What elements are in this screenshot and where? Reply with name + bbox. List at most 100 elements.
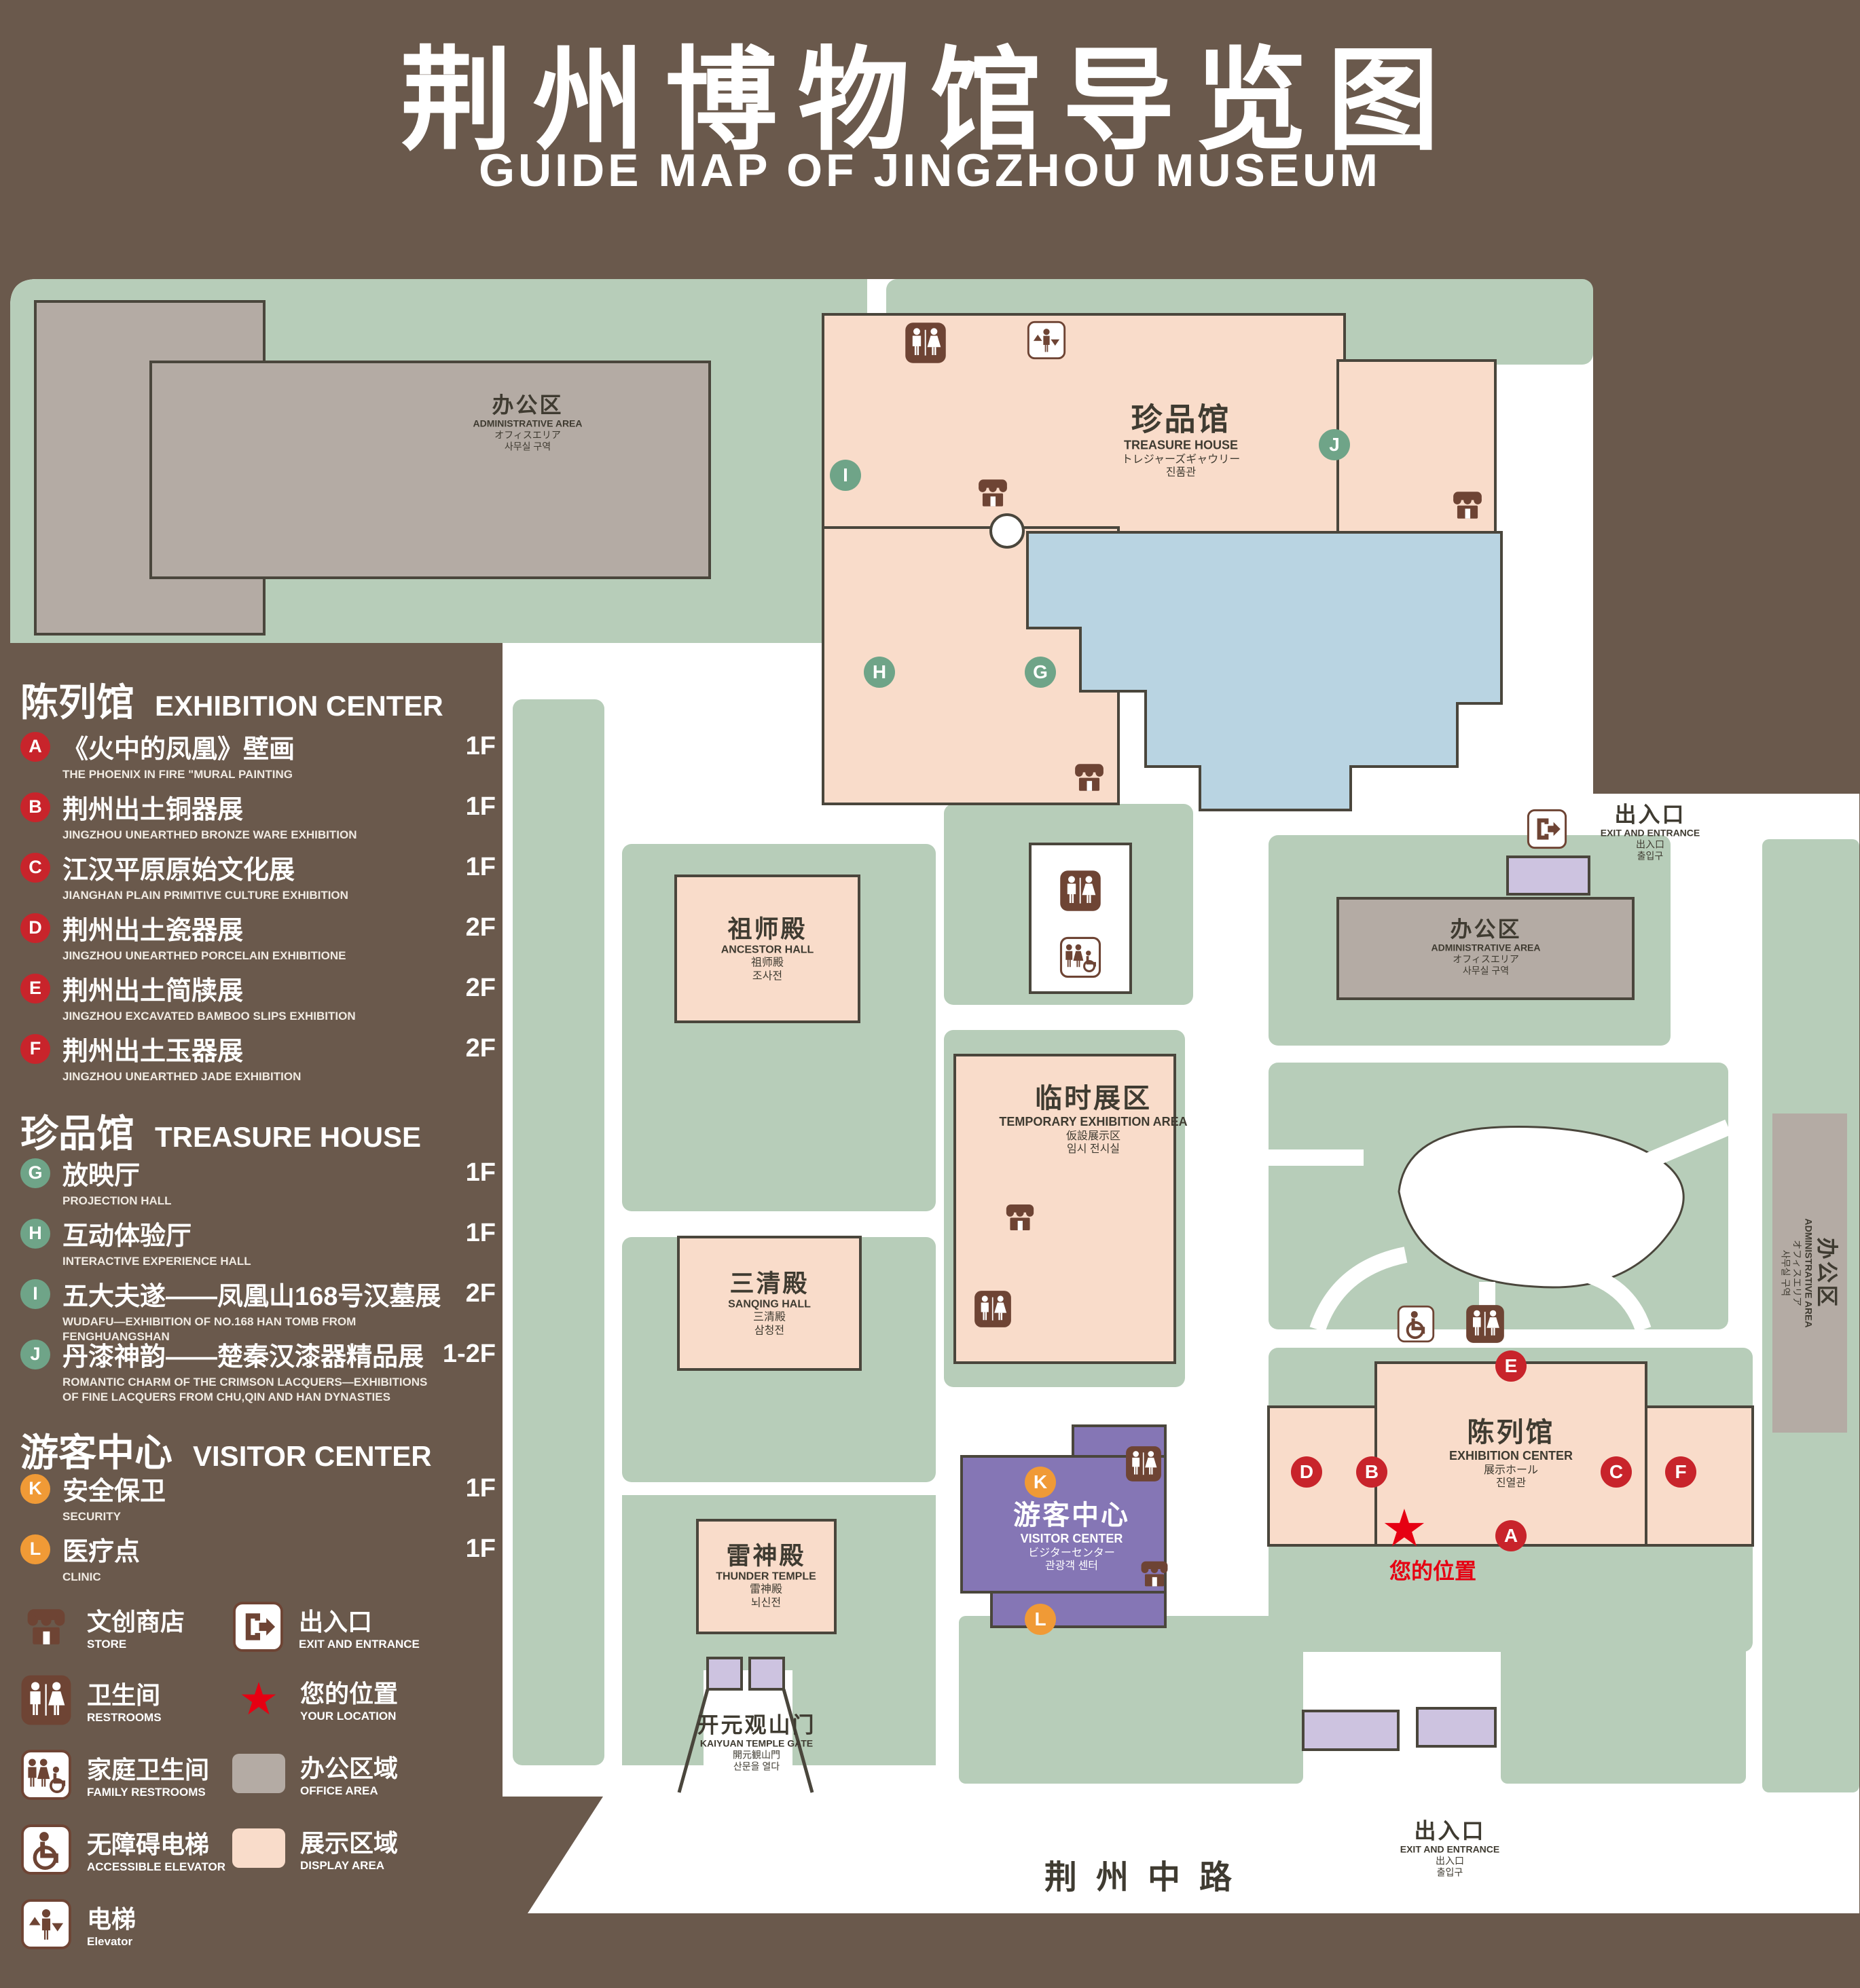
legend-item-B: B 荆州出土铜器展 1F JINGZHOU UNEARTHED BRONZE W… xyxy=(20,788,496,843)
legend-item-I: I 五大夫遂——凤凰山168号汉墓展 2F WUDAFU—EXHIBITION … xyxy=(20,1275,496,1344)
administrative-band-right xyxy=(1772,1113,1847,1433)
legend-item-L: L 医疗点 1F CLINIC xyxy=(20,1530,496,1585)
marker-badge-J: J xyxy=(20,1339,50,1369)
display-area-swatch xyxy=(232,1828,285,1868)
road-label: 荆州中路 xyxy=(1044,1860,1252,1896)
legend-item-J: J 丹漆神韵——楚秦汉漆器精品展 1-2F ROMANTIC CHARM OF … xyxy=(20,1336,496,1405)
map-marker-L: L xyxy=(1025,1604,1056,1635)
store-icon xyxy=(1070,758,1109,797)
marker-badge-E: E xyxy=(20,973,50,1004)
garden-paths xyxy=(1269,1119,1732,1333)
restrooms-icon xyxy=(905,322,947,364)
page-title: 荆州博物馆导览图 xyxy=(400,38,1460,163)
lake xyxy=(1026,531,1503,811)
elevator-icon xyxy=(20,1898,72,1950)
exit-icon xyxy=(1527,809,1567,849)
kaiyuan-gate-label: 开元观山门 KAIYUAN TEMPLE GATE 開元観山門 산문을 열다 xyxy=(697,1712,816,1772)
legend-item-F: F 荆州出土玉器展 2F JINGZHOU UNEARTHED JADE EXH… xyxy=(20,1030,496,1084)
marker-badge-A: A xyxy=(20,731,50,762)
admin-top-label: 办公区 ADMINISTRATIVE AREA オフィスエリア 사무실 구역 xyxy=(473,392,583,452)
restrooms-icon xyxy=(1465,1304,1505,1344)
map-marker-E: E xyxy=(1495,1350,1527,1382)
ancestor-hall-label: 祖师殿 ANCESTOR HALL 祖师殿 조사전 xyxy=(721,915,814,982)
legend-item-H: H 互动体验厅 1F INTERACTIVE EXPERIENCE HALL xyxy=(20,1215,496,1269)
store-icon xyxy=(973,473,1013,513)
marker-badge-C: C xyxy=(20,852,50,883)
map-marker-G: G xyxy=(1025,657,1056,688)
restrooms-icon xyxy=(1125,1446,1162,1482)
location-star-icon: ★ xyxy=(238,1674,279,1724)
your-location-label: 您的位置 xyxy=(1389,1559,1477,1583)
map-marker-F: F xyxy=(1665,1456,1696,1488)
legend-item-A: A 《火中的凤凰》壁画 1F THE PHOENIX IN FIRE "MURA… xyxy=(20,728,496,782)
map-marker-C: C xyxy=(1601,1456,1632,1488)
admin-mid-label: 办公区 ADMINISTRATIVE AREA オフィスエリア 사무실 구역 xyxy=(1431,917,1541,976)
administrative-building-top xyxy=(34,300,711,636)
store-icon xyxy=(20,1601,72,1653)
family-restroom-icon xyxy=(20,1749,72,1801)
admin-right-label: 办公区 ADMINISTRATIVE AREA オフィスエリア 사무실 구역 xyxy=(1780,1218,1840,1328)
store-icon xyxy=(1448,485,1487,525)
legend-item-D: D 荆州出土瓷器展 2F JINGZHOU UNEARTHED PORCELAI… xyxy=(20,909,496,963)
pond xyxy=(989,513,1025,549)
map-marker-H: H xyxy=(864,657,895,688)
legend-item-K: K 安全保卫 1F SECURITY xyxy=(20,1470,496,1524)
entrance-buildings xyxy=(706,855,1590,1751)
legend-item-G: G 放映厅 1F PROJECTION HALL xyxy=(20,1154,496,1209)
sanqing-hall-building xyxy=(677,1236,862,1371)
map-marker-B: B xyxy=(1356,1456,1387,1488)
accessible-elevator-icon xyxy=(20,1824,72,1875)
store-icon xyxy=(1136,1556,1173,1592)
restrooms-icon xyxy=(20,1674,72,1726)
map-marker-J: J xyxy=(1319,429,1350,460)
map-marker-K: K xyxy=(1025,1467,1056,1498)
your-location-star: ★ xyxy=(1381,1500,1428,1558)
page-subtitle: GUIDE MAP OF JINGZHOU MUSEUM xyxy=(479,145,1381,196)
marker-badge-H: H xyxy=(20,1218,50,1249)
marker-badge-F: F xyxy=(20,1033,50,1064)
map-marker-I: I xyxy=(830,460,861,491)
marker-badge-I: I xyxy=(20,1278,50,1309)
marker-badge-B: B xyxy=(20,792,50,822)
elevator-icon xyxy=(1027,320,1066,360)
exhibition-center-label: 陈列馆 EXHIBITION CENTER 展示ホール 진열관 xyxy=(1448,1418,1573,1489)
accessible-elevator-icon xyxy=(1397,1305,1435,1343)
restrooms-icon xyxy=(1059,870,1101,912)
map-marker-D: D xyxy=(1291,1456,1322,1488)
treasure-house-label: 珍品馆 TREASURE HOUSE トレジャーズギャウリー 진품관 xyxy=(1121,401,1241,479)
thunder-temple-label: 雷神殿 THUNDER TEMPLE 雷神殿 뇌신전 xyxy=(716,1541,816,1609)
marker-badge-K: K xyxy=(20,1473,50,1504)
ancestor-hall-building xyxy=(674,875,860,1023)
restrooms-icon xyxy=(974,1290,1012,1328)
exit-icon xyxy=(232,1601,284,1653)
legend-item-E: E 荆州出土简牍展 2F JINGZHOU EXCAVATED BAMBOO S… xyxy=(20,970,496,1024)
thunder-temple-building xyxy=(696,1519,837,1634)
marker-badge-D: D xyxy=(20,913,50,943)
gate-walls xyxy=(677,1689,814,1793)
temporary-exhibition-label: 临时展区 TEMPORARY EXHIBITION AREA 仮設展示区 임시 … xyxy=(999,1084,1188,1155)
exhibition-center-building xyxy=(1267,1361,1754,1547)
marker-badge-L: L xyxy=(20,1534,50,1564)
exit-top-label: 出入口 EXIT AND ENTRANCE 出入口 출입구 xyxy=(1600,802,1700,862)
marker-badge-G: G xyxy=(20,1158,50,1188)
store-icon xyxy=(1001,1198,1039,1236)
legend-item-C: C 江汉平原原始文化展 1F JIANGHAN PLAIN PRIMITIVE … xyxy=(20,849,496,903)
administrative-building-mid xyxy=(1336,897,1635,1000)
map-marker-A: A xyxy=(1495,1520,1527,1551)
family-restroom-icon xyxy=(1059,936,1101,978)
office-area-swatch xyxy=(232,1754,285,1793)
